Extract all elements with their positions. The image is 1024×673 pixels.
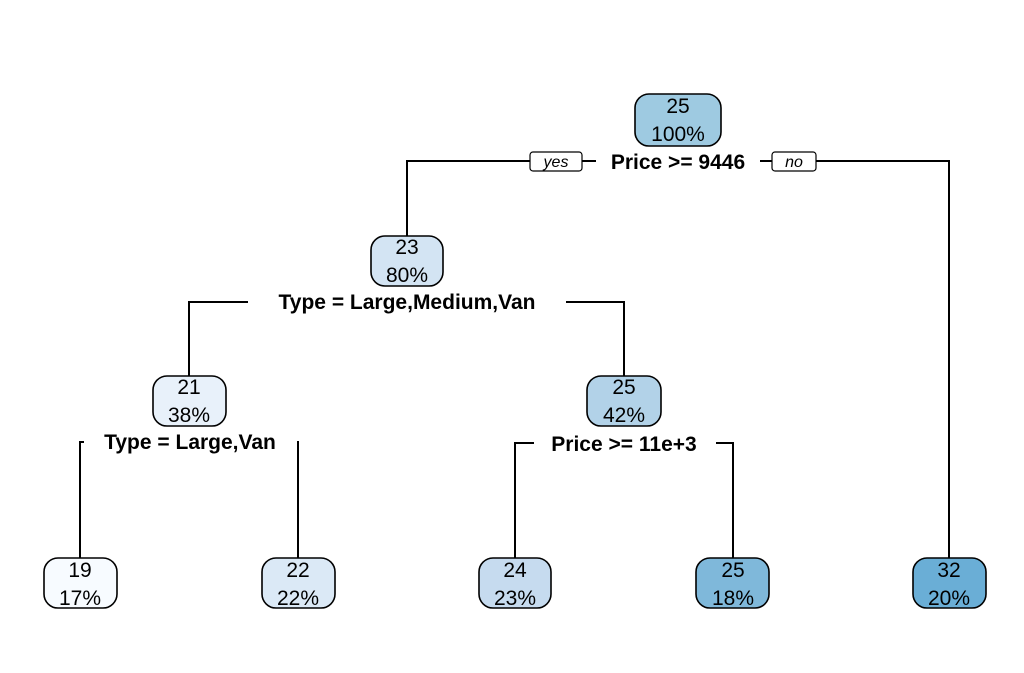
svg-text:25: 25 [612,376,635,399]
svg-text:21: 21 [177,376,200,399]
edge-n5-right [716,442,734,558]
node-3-leaf: 32 20% [912,557,987,610]
edge-root-right [816,160,950,558]
node-2: 23 80% [370,235,444,287]
svg-text:19: 19 [68,559,91,582]
svg-text:42%: 42% [603,404,645,427]
svg-text:22: 22 [286,559,309,582]
node-6-leaf: 19 17% [43,557,118,610]
svg-text:38%: 38% [168,404,210,427]
tree-edges [79,160,950,558]
edge-n5-left [514,442,534,558]
node-8-leaf: 24 23% [478,557,552,610]
edge-n2-right [566,301,625,376]
node-root: 25 100% [634,93,722,147]
svg-text:80%: 80% [386,264,428,287]
edge-n4-right [297,441,299,558]
node-4: 21 38% [152,375,227,427]
split-label-type-lv: Type = Large,Van [104,431,276,454]
split-label-price-11e3: Price >= 11e+3 [551,433,696,456]
svg-text:no: no [785,154,803,171]
edge-n4-left [79,441,84,558]
svg-text:23: 23 [395,236,418,259]
svg-text:24: 24 [503,559,527,582]
node-5: 25 42% [586,375,662,427]
svg-text:18%: 18% [712,587,754,610]
svg-text:17%: 17% [59,587,101,610]
svg-text:yes: yes [543,154,569,171]
svg-text:23%: 23% [494,587,536,610]
edge-root-left [406,160,530,236]
node-7-leaf: 22 22% [261,557,336,610]
edge-n2-left [188,301,248,376]
svg-text:20%: 20% [928,587,970,610]
svg-text:25: 25 [721,559,744,582]
no-label: no [771,151,817,172]
svg-text:22%: 22% [277,587,319,610]
yes-label: yes [529,151,583,172]
split-label-root: Price >= 9446 [611,151,745,174]
split-label-type-lmv: Type = Large,Medium,Van [279,291,536,314]
svg-text:32: 32 [937,559,960,582]
svg-text:100%: 100% [651,123,705,146]
node-9-leaf: 25 18% [695,557,770,610]
svg-text:25: 25 [666,95,689,118]
